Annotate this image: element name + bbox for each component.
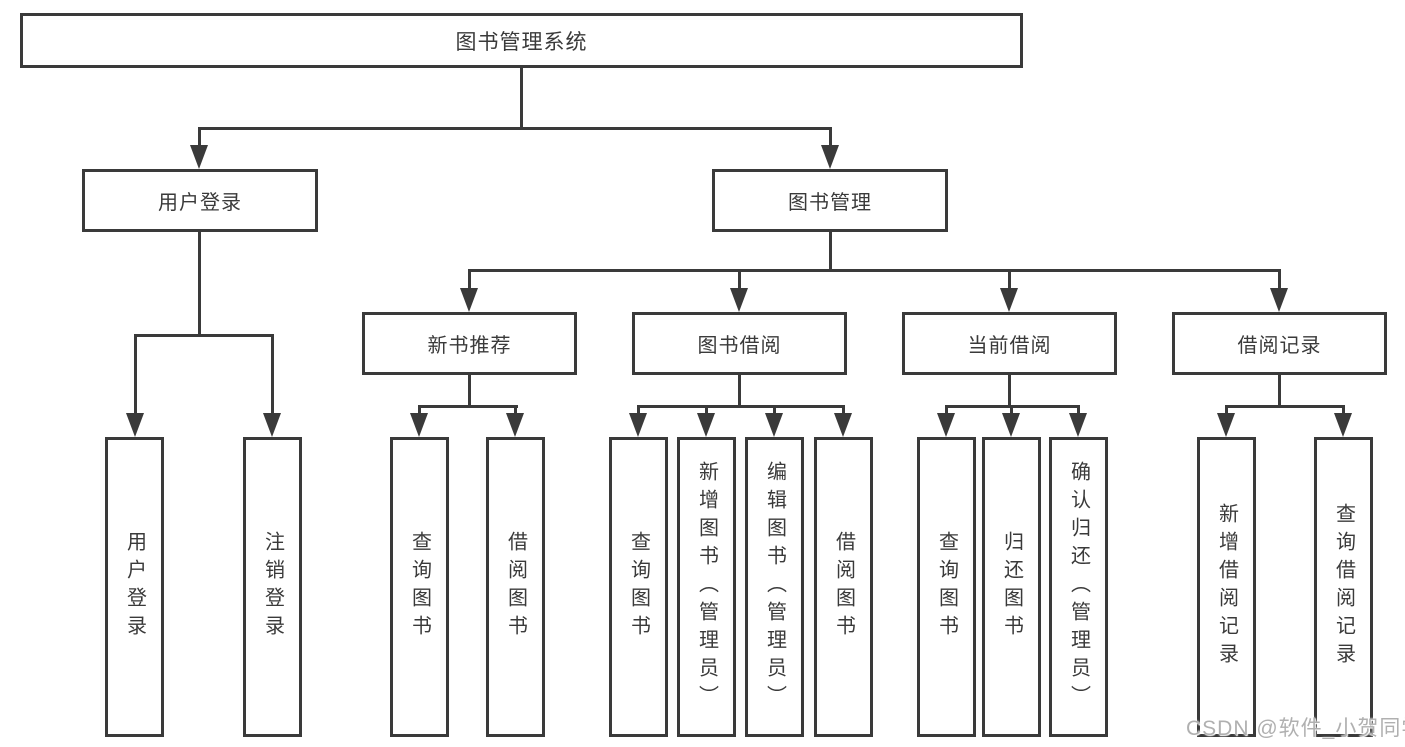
connector-line (134, 334, 137, 416)
connector-line (1008, 269, 1011, 291)
connector-line (198, 232, 201, 337)
arrowhead (263, 413, 281, 437)
leaf-add-book-admin: 新增图书（管理员） (677, 437, 736, 737)
leaf-label: 注销登录 (261, 531, 284, 643)
connector-line (1225, 405, 1228, 417)
connector-line (134, 334, 274, 337)
connector-line (1077, 405, 1080, 417)
leaf-label: 借阅图书 (832, 531, 855, 643)
node-label: 图书管理 (788, 192, 872, 214)
leaf-query-book-1: 查询图书 (390, 437, 449, 737)
arrowhead (1002, 413, 1020, 437)
connector-line (468, 269, 1280, 272)
node-label: 图书管理系统 (455, 30, 588, 54)
connector-line (468, 375, 471, 408)
leaf-return-book: 归还图书 (982, 437, 1041, 737)
leaf-confirm-return-admin: 确认归还（管理员） (1049, 437, 1108, 737)
connector-line (637, 405, 640, 417)
arrowhead (834, 413, 852, 437)
arrowhead (697, 413, 715, 437)
arrowhead (1069, 413, 1087, 437)
node-borrow-record: 借阅记录 (1172, 312, 1387, 375)
leaf-query-book-2: 查询图书 (609, 437, 668, 737)
node-user-login: 用户登录 (82, 169, 318, 232)
connector-line (637, 405, 845, 408)
connector-line (829, 232, 832, 272)
arrowhead (937, 413, 955, 437)
node-root: 图书管理系统 (20, 13, 1023, 68)
arrowhead (821, 145, 839, 169)
connector-line (468, 269, 471, 291)
leaf-add-borrow-record: 新增借阅记录 (1197, 437, 1256, 737)
leaf-user-login: 用户登录 (105, 437, 164, 737)
node-label: 借阅记录 (1237, 335, 1322, 357)
node-current-borrow: 当前借阅 (902, 312, 1117, 375)
connector-line (198, 127, 832, 130)
connector-line (829, 127, 832, 149)
connector-line (1342, 405, 1345, 417)
leaf-label: 查询图书 (408, 531, 431, 643)
node-label: 当前借阅 (967, 335, 1052, 357)
leaf-query-borrow-record: 查询借阅记录 (1314, 437, 1373, 737)
connector-line (198, 127, 201, 149)
connector-line (418, 405, 518, 408)
connector-line (418, 405, 421, 417)
node-label: 新书推荐 (427, 335, 512, 357)
connector-line (271, 334, 274, 416)
leaf-label: 编辑图书（管理员） (763, 461, 786, 713)
arrowhead (126, 413, 144, 437)
leaf-label: 确认归还（管理员） (1067, 461, 1090, 713)
arrowhead (1217, 413, 1235, 437)
arrowhead (1334, 413, 1352, 437)
connector-line (842, 405, 845, 417)
connector-line (1008, 375, 1011, 408)
connector-line (738, 269, 741, 291)
connector-line (945, 405, 948, 417)
leaf-label: 新增图书（管理员） (695, 461, 718, 713)
leaf-label: 借阅图书 (504, 531, 527, 643)
connector-line (1278, 269, 1281, 291)
connector-line (1278, 375, 1281, 408)
arrowhead (629, 413, 647, 437)
arrowhead (1000, 288, 1018, 312)
leaf-logout: 注销登录 (243, 437, 302, 737)
node-label: 图书借阅 (697, 335, 782, 357)
connector-line (1225, 405, 1345, 408)
leaf-edit-book-admin: 编辑图书（管理员） (745, 437, 804, 737)
leaf-label: 用户登录 (123, 531, 146, 643)
connector-line (705, 405, 708, 417)
leaf-borrow-book-2: 借阅图书 (814, 437, 873, 737)
arrowhead (410, 413, 428, 437)
arrowhead (460, 288, 478, 312)
connector-line (514, 405, 517, 417)
arrowhead (730, 288, 748, 312)
connector-line (1010, 405, 1013, 417)
arrowhead (765, 413, 783, 437)
node-label: 用户登录 (158, 192, 242, 214)
leaf-label: 查询图书 (627, 531, 650, 643)
arrowhead (1270, 288, 1288, 312)
connector-line (520, 68, 523, 130)
leaf-label: 归还图书 (1000, 531, 1023, 643)
node-book-management: 图书管理 (712, 169, 948, 232)
leaf-label: 查询图书 (935, 531, 958, 643)
leaf-query-book-3: 查询图书 (917, 437, 976, 737)
node-new-book-recommend: 新书推荐 (362, 312, 577, 375)
csdn-watermark: CSDN @软件_小贺同学 (1186, 717, 1405, 740)
connector-line (773, 405, 776, 417)
node-book-borrow: 图书借阅 (632, 312, 847, 375)
leaf-label: 查询借阅记录 (1332, 503, 1355, 671)
leaf-label: 新增借阅记录 (1215, 503, 1238, 671)
arrowhead (190, 145, 208, 169)
arrowhead (506, 413, 524, 437)
connector-line (738, 375, 741, 408)
leaf-borrow-book-1: 借阅图书 (486, 437, 545, 737)
